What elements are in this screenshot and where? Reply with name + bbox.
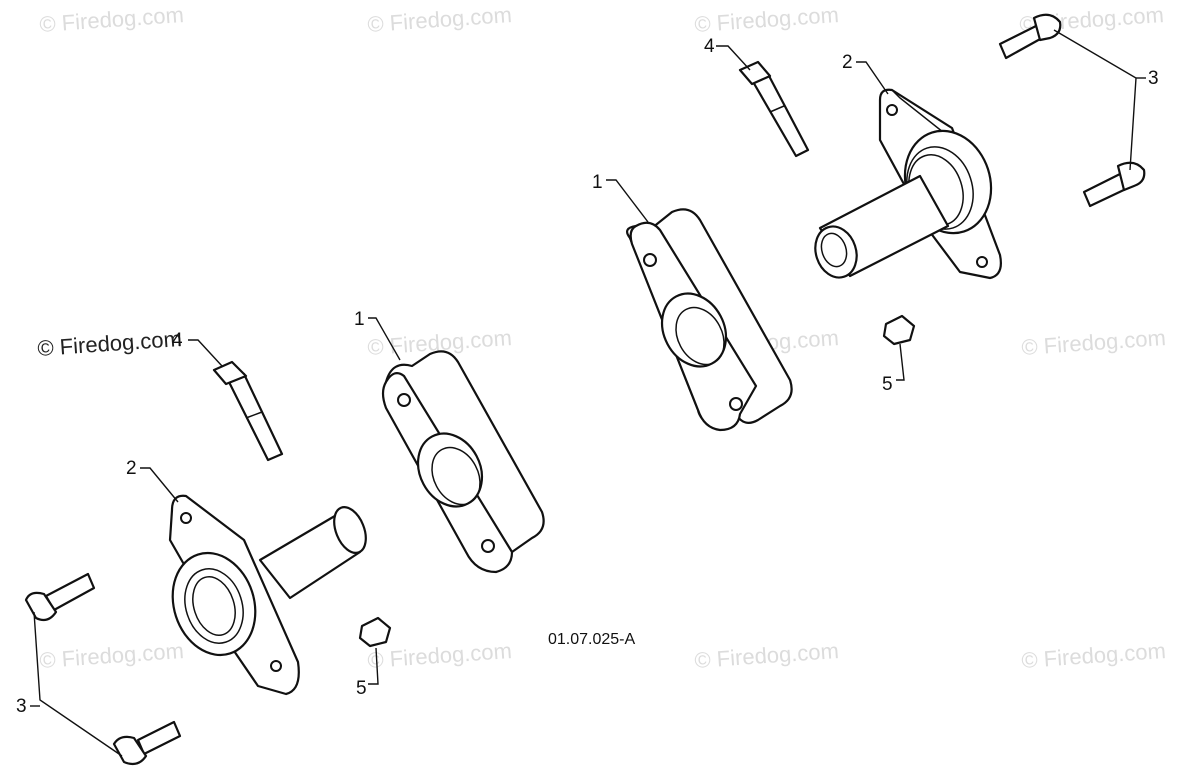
watermark: © Firedog.com bbox=[694, 2, 840, 37]
diagram-code: 01.07.025-A bbox=[548, 631, 636, 648]
long-bolt-right bbox=[738, 60, 810, 158]
watermark: © Firedog.com bbox=[367, 2, 513, 37]
bolt-right-top bbox=[998, 13, 1062, 60]
watermark: © Firedog.com bbox=[694, 638, 840, 673]
bolt-left-bottom bbox=[112, 720, 182, 766]
watermark: © Firedog.com bbox=[37, 326, 183, 361]
callouts: 1 1 2 2 3 3 4 4 5 5 bbox=[16, 36, 1159, 717]
spacer-left bbox=[381, 350, 545, 574]
watermark: © Firedog.com bbox=[1021, 638, 1167, 673]
watermark: © Firedog.com bbox=[39, 638, 185, 673]
spacer-right bbox=[626, 208, 793, 432]
callout-flange-right: 2 bbox=[842, 52, 853, 73]
nut-right bbox=[882, 314, 916, 346]
watermark: © Firedog.com bbox=[39, 2, 185, 37]
watermark: © Firedog.com bbox=[367, 638, 513, 673]
flange-right bbox=[814, 88, 1002, 280]
callout-bolts-right: 3 bbox=[1148, 68, 1159, 89]
bolt-left-top bbox=[24, 572, 96, 622]
nut-left bbox=[358, 616, 392, 648]
long-bolt-left bbox=[212, 360, 284, 462]
callout-long-bolt-left: 4 bbox=[172, 330, 183, 351]
callout-spacer-right: 1 bbox=[592, 172, 603, 193]
watermark: © Firedog.com bbox=[1021, 325, 1167, 360]
callout-nut-left: 5 bbox=[356, 678, 367, 699]
flange-left bbox=[168, 494, 367, 696]
callout-bolts-left: 3 bbox=[16, 696, 27, 717]
callout-flange-left: 2 bbox=[126, 458, 137, 479]
leader-lines bbox=[30, 29, 1146, 757]
callout-nut-right: 5 bbox=[882, 374, 893, 395]
callout-long-bolt-right: 4 bbox=[704, 36, 715, 57]
bolt-right-bottom bbox=[1082, 161, 1146, 208]
callout-spacer-left: 1 bbox=[354, 309, 365, 330]
watermark-layer: © Firedog.com © Firedog.com © Firedog.co… bbox=[37, 2, 1167, 673]
